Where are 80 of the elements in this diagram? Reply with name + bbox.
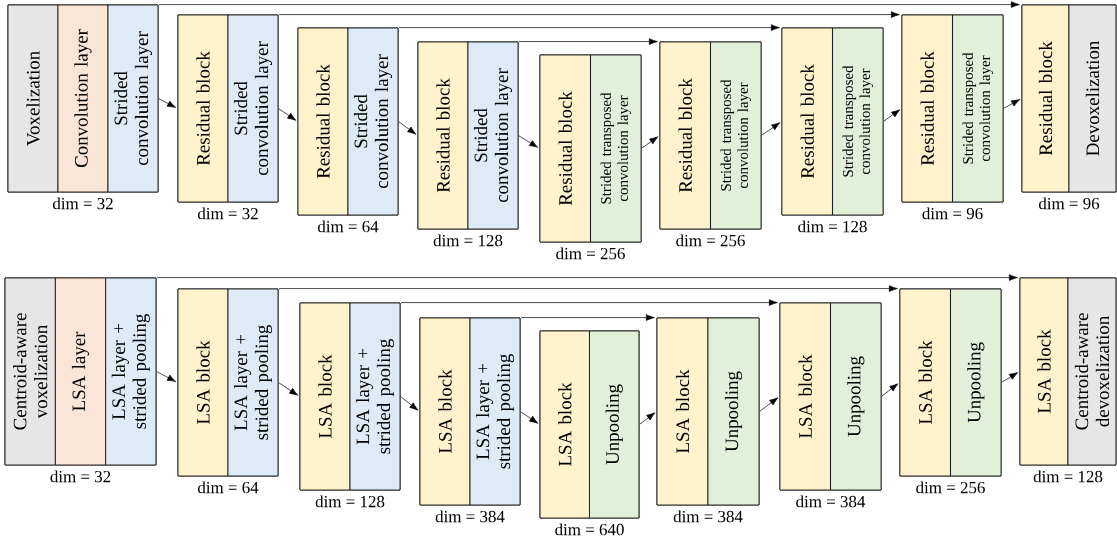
layer-block: Centroid-aware voxelization [4,277,56,466]
skip-connection-arrow [518,38,658,45]
arrow [761,122,781,136]
layer-block: LSA block [656,317,709,506]
layer-block: Unpooling [830,302,882,491]
layer-block: LSA block [539,330,590,519]
layer-block: Strided convolution layer [347,27,399,216]
arrow [1003,99,1021,109]
layer-block: LSA layer [54,277,107,466]
layer-block: Unpooling [950,288,1002,477]
arrow [158,98,177,108]
layer-block: LSA block [177,288,229,477]
layer-block: Voxelization [7,4,59,193]
arrow [639,412,656,425]
arrow [1001,372,1019,383]
layer-block: Strided transposed convolution layer [832,27,884,216]
skip-connection-arrow [278,11,900,18]
layer-block: Unpooling [707,317,760,506]
dim-label: dim = 128 [1033,470,1103,483]
layer-block: Devoxelization [1068,4,1117,193]
skip-connection-arrow [158,1,1020,8]
dim-label: dim = 384 [435,510,505,523]
layer-block: Strided convolution layer [227,14,279,203]
layer-block: Strided transposed convolution layer [952,14,1004,203]
dim-label: dim = 128 [433,234,503,247]
dim-label: dim = 128 [315,495,385,508]
layer-block: LSA block [899,288,951,477]
skip-connection-arrow [400,299,778,306]
layer-block: LSA layer + strided pooling [105,277,157,466]
dim-label: dim = 384 [673,510,743,523]
dim-label: dim = 256 [676,234,745,247]
arrow [759,397,779,412]
arrow [400,396,419,411]
layer-block: Residual block [177,14,229,203]
layer-block: LSA layer + strided pooling [227,288,279,477]
arrow [518,135,539,148]
dim-label: dim = 384 [796,495,866,508]
layer-block: LSA block [419,317,471,506]
arrow [398,121,417,135]
dim-label: dim = 32 [52,197,113,210]
layer-block: Centroid-aware devoxelization [1067,277,1117,466]
layer-block: LSA layer + strided pooling [469,317,521,506]
skip-connection-arrow [520,314,655,321]
layer-block: Residual block [539,54,591,243]
dim-label: dim = 96 [1038,197,1100,210]
layer-block: Residual block [1021,4,1070,193]
dim-label: dim = 128 [798,220,867,233]
layer-block: LSA layer + strided pooling [349,302,401,491]
layer-block: Strided convolution layer [107,4,159,193]
layer-block: LSA block [299,302,351,491]
arrow [641,136,659,149]
arrow [881,383,899,397]
dim-label: dim = 256 [556,247,625,260]
layer-block: Residual block [781,27,833,216]
arrow [278,108,297,121]
layer-block: LSA block [779,302,831,491]
dim-label: dim = 96 [922,207,983,220]
layer-block: Residual block [297,27,349,216]
skip-connection-arrow [156,274,1018,281]
layer-block: Residual block [901,14,953,203]
dim-label: dim = 640 [555,523,624,536]
layer-block: Residual block [417,41,469,230]
layer-block: Strided transposed convolution layer [590,54,642,243]
dim-label: dim = 32 [50,470,111,483]
dim-label: dim = 64 [317,220,379,233]
dim-label: dim = 64 [197,481,259,494]
arrow [156,371,177,382]
layer-block: Unpooling [589,330,640,519]
dim-label: dim = 256 [916,481,985,494]
layer-block: LSA block [1019,277,1069,466]
skip-connection-arrow [398,24,780,31]
dim-label: dim = 32 [197,207,258,220]
layer-block: Strided convolution layer [467,41,519,230]
layer-block: Convolution layer [57,4,109,193]
arrow [883,109,901,122]
skip-connection-arrow [278,285,898,292]
layer-block: Strided transposed convolution layer [710,41,762,230]
arrow [278,382,299,396]
arrow [520,411,539,424]
layer-block: Residual block [659,41,711,230]
